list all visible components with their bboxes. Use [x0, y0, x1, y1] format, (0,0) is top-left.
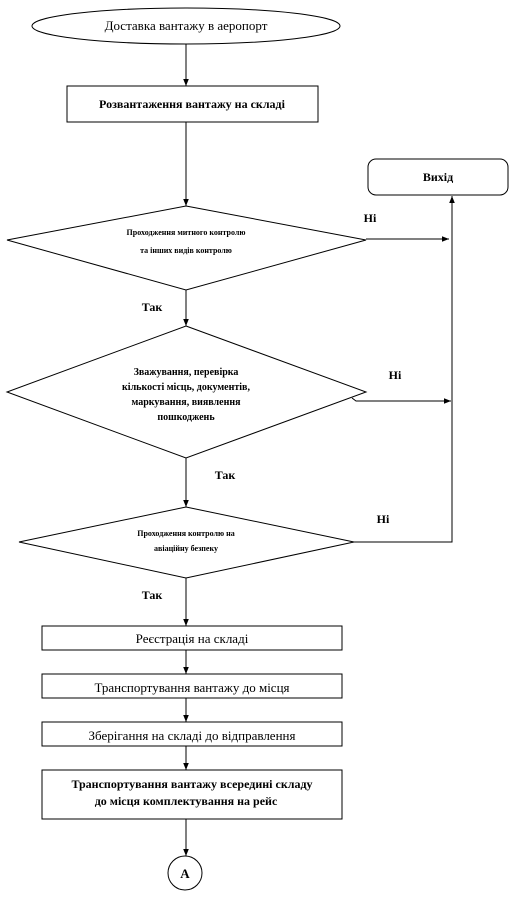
unload-process: [66, 85, 319, 123]
yes-label-decision2: Так: [215, 468, 236, 482]
no-label-decision3: Ні: [377, 512, 390, 526]
connector-circle: [167, 855, 203, 891]
transport-inside-line-1: Транспортування вантажу всередині складу: [71, 777, 312, 791]
storage-process: [41, 721, 343, 747]
no-label-decision1: Ні: [364, 211, 377, 225]
transport-inside-line-2: до місця комплектування на рейс: [95, 794, 278, 808]
exit-terminator: [367, 158, 509, 196]
unload-label: Розвантаження вантажу на складі: [99, 97, 286, 111]
yes-label-decision3: Так: [142, 588, 163, 602]
transport-to-place-label: Транспортування вантажу до місця: [94, 680, 289, 695]
decision2-line-4: пошкоджень: [157, 412, 215, 423]
connector-label: А: [180, 866, 190, 881]
transport-to-place-process: [41, 673, 343, 699]
register-label: Реєстрація на складі: [136, 631, 249, 646]
exit-label: Вихід: [423, 170, 453, 184]
decision3-line-1: Проходження контролю на: [137, 529, 234, 538]
decision-aviation-security: [18, 506, 355, 579]
decision3-line-2: авіаційну безпеку: [154, 544, 218, 553]
decision2-line-3: маркування, виявлення: [131, 397, 241, 408]
start-terminator: [31, 7, 341, 45]
decision-customs-control: [6, 205, 367, 291]
decision-weighing-check: [5, 325, 368, 459]
storage-label: Зберігання на складі до відправлення: [89, 728, 296, 743]
decision1-line-1: Проходження митного контролю: [127, 228, 246, 237]
start-label: Доставка вантажу в аеропорт: [105, 18, 268, 33]
decision1-line-2: та інших видів контролю: [140, 246, 232, 255]
arrow-decision2-no: [351, 397, 451, 404]
no-label-decision2: Ні: [389, 368, 402, 382]
decision2-line-1: Зважування, перевірка: [134, 367, 239, 378]
arrow-decision3-no: [354, 196, 455, 543]
decision2-line-2: кількості місць, документів,: [122, 382, 250, 393]
yes-label-decision1: Так: [142, 300, 163, 314]
register-process: [41, 625, 343, 651]
transport-inside-process: [41, 769, 343, 820]
